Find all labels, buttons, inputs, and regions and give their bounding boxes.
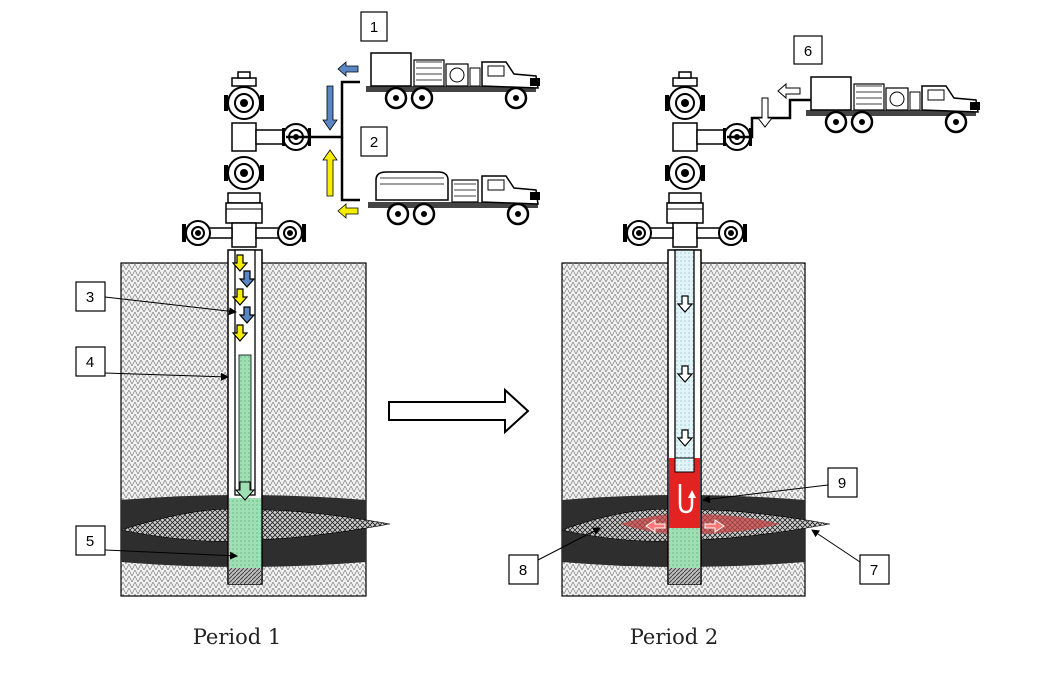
period-1-panel: [120, 51, 542, 597]
svg-text:9: 9: [838, 475, 846, 492]
pump-truck-icon: [804, 75, 982, 134]
period-2-panel: [560, 71, 982, 597]
callout-8: 8: [508, 527, 601, 585]
callout-4: 4: [75, 346, 229, 381]
tubing-end-2: [674, 457, 695, 473]
svg-text:8: 8: [519, 562, 527, 579]
flow-arrow-icon: [704, 519, 725, 533]
flow-arrow-icon: [322, 149, 338, 197]
flow-arrow-icon: [234, 481, 256, 501]
wellhead-icon: [622, 71, 753, 248]
flow-arrow-icon: [337, 203, 359, 219]
svg-text:7: 7: [870, 562, 878, 579]
pump-truck-icon: [364, 51, 542, 110]
svg-text:5: 5: [86, 533, 94, 550]
flow-arrow-icon: [777, 82, 801, 100]
svg-text:4: 4: [86, 354, 94, 371]
bottom-plug-2: [669, 568, 700, 584]
period-1-caption: Period 1: [193, 625, 282, 649]
callout-3: 3: [75, 281, 237, 316]
flow-arrow-icon: [688, 490, 696, 498]
flow-arrow-icon: [645, 519, 666, 533]
tank-truck-icon: [366, 170, 542, 226]
period-2-caption: Period 2: [630, 625, 719, 649]
acid-bottom-1: [229, 498, 261, 568]
flow-arrow-icon: [678, 484, 694, 514]
callout-1: 1: [360, 11, 388, 42]
transition-arrow-icon: [388, 387, 530, 435]
callout-5: 5: [75, 525, 238, 560]
flow-arrow-icon: [322, 85, 338, 131]
bottom-plug-1: [229, 568, 261, 584]
flow-arrow-icon: [337, 61, 359, 77]
manifold-line: [286, 80, 360, 139]
svg-text:1: 1: [370, 19, 378, 36]
acid-column-1: [238, 354, 252, 494]
wellhead-icon: [181, 71, 312, 248]
flow-arrow-icon: [756, 97, 774, 128]
callout-7: 7: [811, 529, 890, 585]
manifold-line: [340, 137, 360, 202]
svg-text:2: 2: [370, 134, 378, 151]
svg-text:3: 3: [86, 289, 94, 306]
callout-2: 2: [360, 126, 388, 157]
callout-6: 6: [793, 35, 823, 65]
svg-text:6: 6: [804, 43, 812, 60]
acid-bottom-2: [669, 528, 700, 568]
callout-9: 9: [702, 467, 858, 504]
